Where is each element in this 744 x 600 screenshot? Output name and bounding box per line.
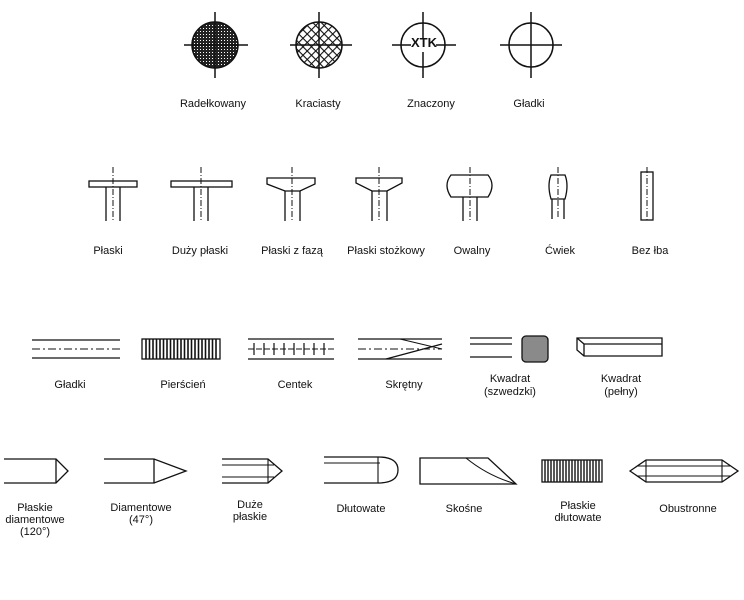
znaczony-symbol (392, 12, 456, 78)
plaskie-diamentowe-symbol (4, 458, 69, 484)
label-skretny: Skrętny (385, 379, 423, 391)
dlutowate-symbol (324, 456, 399, 484)
label-znaczony: Znaczony (407, 98, 455, 110)
label-diamentowe-2: (47°) (129, 514, 153, 526)
label-kwadrat-pelny-2: (pełny) (604, 386, 638, 398)
plaski-z-faza-symbol (266, 167, 316, 221)
label-plaski-stozkowy: Płaski stożkowy (347, 245, 425, 257)
label-duze-plaskie-2: płaskie (232, 511, 268, 523)
duzy-plaski-symbol (170, 167, 233, 221)
label-owalny: Owalny (453, 245, 491, 257)
plaski-stozkowy-symbol (355, 167, 403, 221)
znaczony-mark: XTK (411, 35, 437, 50)
label-dlutowate: Dłutowate (336, 503, 386, 515)
plaskie-dlutowate-symbol (541, 459, 603, 483)
obustronne-symbol (628, 459, 740, 483)
plaski-symbol (88, 167, 138, 221)
label-duzy-plaski: Duży płaski (171, 245, 229, 257)
label-kwadrat-pelny-1: Kwadrat (600, 373, 642, 385)
label-gladki-head: Gładki (513, 98, 545, 110)
gladki-shank-symbol (32, 339, 120, 359)
owalny-symbol (446, 167, 493, 221)
label-radelkowany: Radełkowany (179, 98, 247, 110)
label-plaskie-dlutowate-2: dłutowate (554, 512, 602, 524)
pierscien-symbol (141, 338, 221, 360)
kwadrat-szwedzki-symbol (470, 335, 549, 363)
label-centek: Centek (277, 379, 313, 391)
kwadrat-pelny-symbol (576, 337, 663, 357)
label-pierscien: Pierścień (160, 379, 206, 391)
label-plaski-z-faza: Płaski z fazą (261, 245, 323, 257)
label-plaskie-dlutowate-1: Płaskie (560, 500, 596, 512)
label-plaski: Płaski (93, 245, 123, 257)
label-kwadrat-szwedzki-1: Kwadrat (489, 373, 531, 385)
label-obustronne: Obustronne (659, 503, 717, 515)
label-duze-plaskie-1: Duże (237, 499, 263, 511)
label-gladki-shank: Gładki (54, 379, 86, 391)
label-skosne: Skośne (445, 503, 483, 515)
label-diamentowe-1: Diamentowe (110, 502, 172, 514)
gladki-symbol (500, 12, 562, 78)
centek-symbol (248, 338, 334, 360)
bez-leba-symbol (640, 167, 654, 221)
label-bez-leba: Bez łba (631, 245, 669, 257)
label-kwadrat-szwedzki-2: (szwedzki) (484, 386, 536, 398)
radelkowany-symbol (184, 12, 248, 78)
label-kraciasty: Kraciasty (295, 98, 341, 110)
label-plaskie-diamentowe-2: diamentowe (5, 514, 65, 526)
duze-plaskie-symbol (222, 458, 283, 484)
cwiek-symbol (548, 167, 568, 219)
label-plaskie-diamentowe-1: Płaskie (17, 502, 53, 514)
label-cwiek: Ćwiek (545, 245, 575, 257)
diamentowe-symbol (104, 458, 188, 484)
label-plaskie-diamentowe-3: (120°) (19, 526, 51, 538)
skretny-symbol (358, 338, 443, 360)
skosne-symbol (419, 457, 518, 485)
kraciasty-symbol (290, 12, 352, 78)
